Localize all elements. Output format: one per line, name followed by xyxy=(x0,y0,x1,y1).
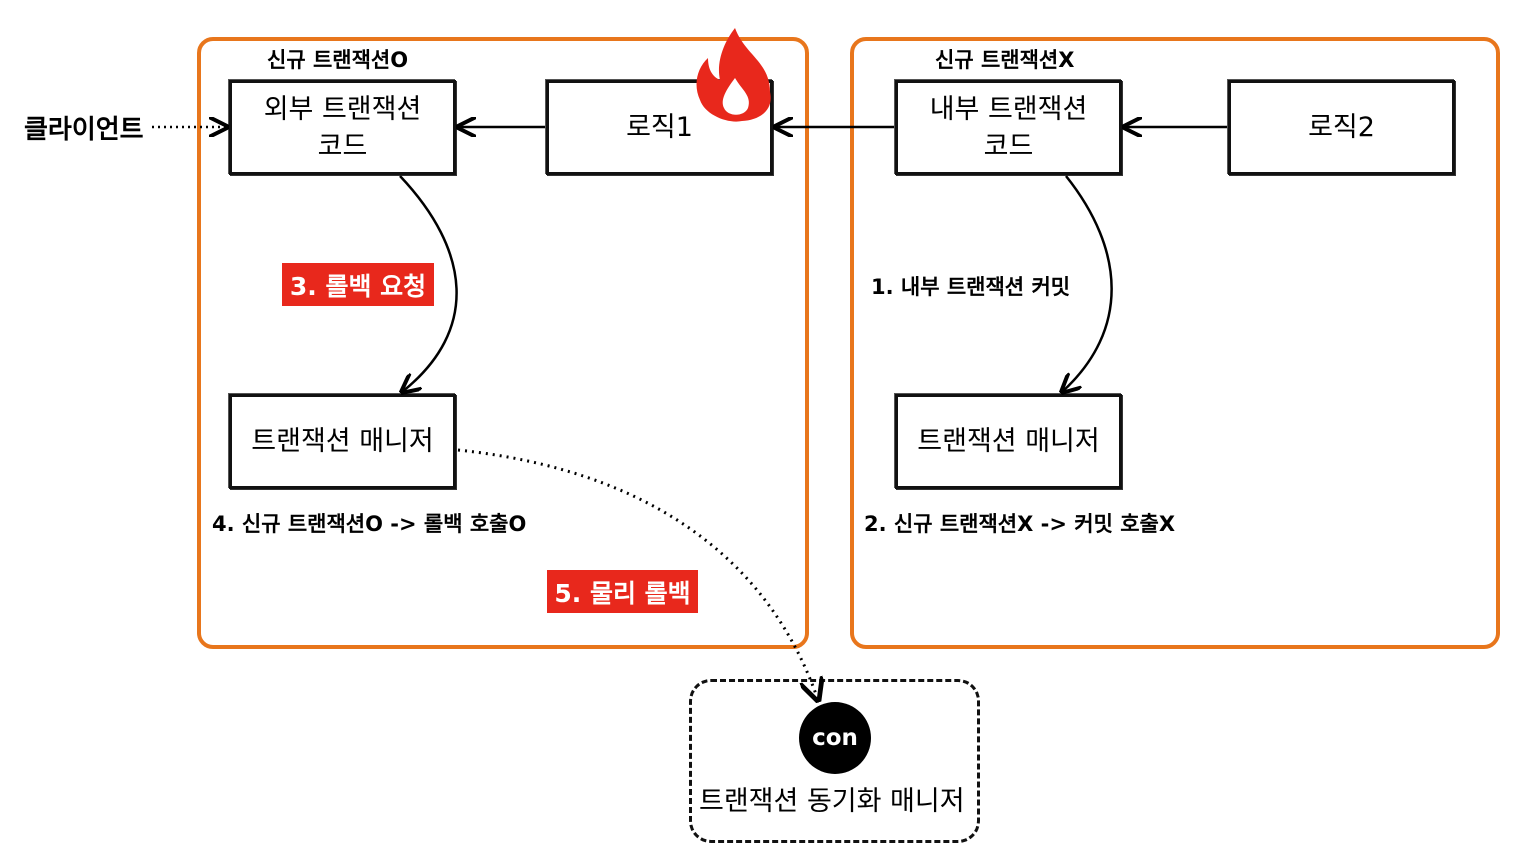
step4-label: 4. 신규 트랜잭션O -> 롤백 호출O xyxy=(212,512,527,536)
step3-rollback-request-tag: 3. 롤백 요청 xyxy=(282,263,434,306)
connection-circle: con xyxy=(799,702,871,774)
right-region-title: 신규 트랜잭션X xyxy=(935,48,1075,72)
sync-manager-label: 트랜잭션 동기화 매니저 xyxy=(699,786,965,817)
step1-label: 1. 내부 트랜잭션 커밋 xyxy=(871,275,1071,299)
inner-transaction-code-box: 내부 트랜잭션 코드 xyxy=(895,80,1122,175)
physical-rollback-curve xyxy=(457,448,818,700)
left-transaction-manager-box: 트랜잭션 매니저 xyxy=(229,394,456,489)
inner-commit-curve xyxy=(1062,175,1113,392)
right-transaction-region xyxy=(850,37,1500,649)
left-region-title: 신규 트랜잭션O xyxy=(267,48,409,72)
rollback-request-curve xyxy=(400,175,458,392)
step2-label: 2. 신규 트랜잭션X -> 커밋 호출X xyxy=(864,512,1176,536)
client-label: 클라이언트 xyxy=(24,115,144,145)
left-transaction-region xyxy=(197,37,809,649)
fire-icon xyxy=(696,28,771,122)
right-transaction-manager-box: 트랜잭션 매니저 xyxy=(895,394,1122,489)
outer-transaction-code-box: 외부 트랜잭션 코드 xyxy=(229,80,456,175)
logic2-box: 로직2 xyxy=(1228,80,1455,175)
step5-physical-rollback-tag: 5. 물리 롤백 xyxy=(547,570,698,613)
